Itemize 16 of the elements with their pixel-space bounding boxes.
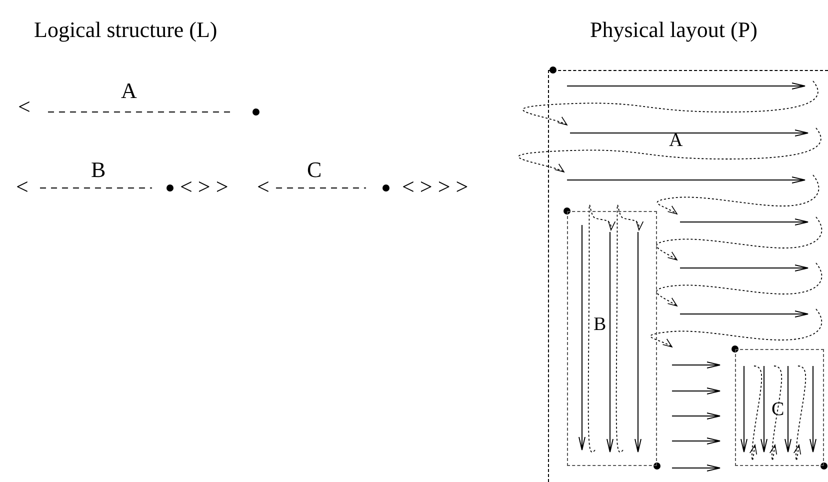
layout-region	[548, 70, 828, 482]
region-letter: C	[307, 159, 322, 181]
region-letter: C	[772, 400, 784, 418]
region-letter: A	[121, 80, 137, 102]
heading: Physical layout (P)	[590, 19, 758, 41]
symbol-text: <	[257, 176, 270, 198]
region-letter: B	[594, 314, 606, 334]
layout-box	[566, 210, 656, 466]
heading: Logical structure (L)	[34, 19, 218, 41]
symbol-text: <	[16, 176, 28, 198]
symbol-text: <	[18, 96, 30, 118]
layout-box	[734, 348, 824, 466]
region-letter: A	[669, 131, 683, 150]
symbol-text: < > > >	[402, 176, 468, 198]
region-letter: B	[91, 159, 106, 181]
symbol-text: < > >	[180, 176, 228, 198]
